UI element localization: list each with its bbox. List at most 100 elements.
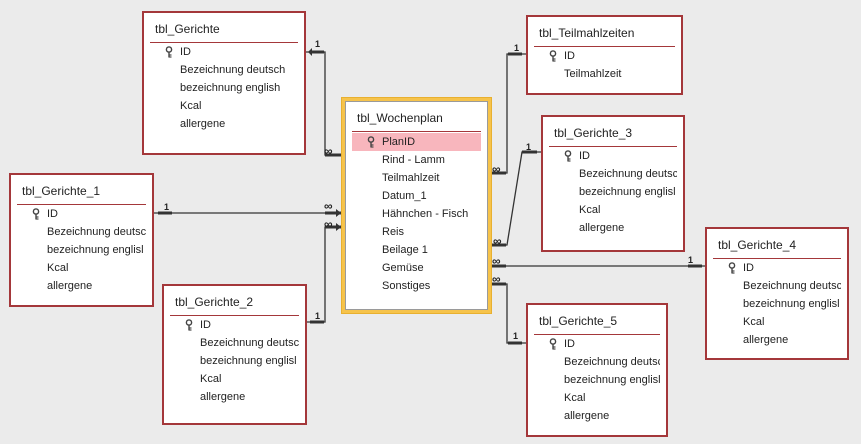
table-title[interactable]: tbl_Gerichte_2 (175, 295, 254, 309)
field-id[interactable]: ID (534, 47, 675, 65)
field-kcal[interactable]: Kcal (150, 97, 298, 115)
one-marker: 1 (164, 202, 170, 212)
field-name: ID (579, 150, 590, 162)
field-allergene[interactable]: allergene (17, 277, 146, 295)
title-divider (549, 146, 677, 147)
table-title[interactable]: tbl_Gerichte_1 (22, 184, 101, 198)
field-bezeichnung-englisl[interactable]: bezeichnung englisl (549, 183, 677, 201)
field-bezeichnung-deutsc[interactable]: Bezeichnung deutsc (534, 353, 660, 371)
field-reis[interactable]: Reis (352, 223, 481, 241)
field-h-hnchen-fisch[interactable]: Hähnchen - Fisch (352, 205, 481, 223)
field-sonstiges[interactable]: Sonstiges (352, 277, 481, 295)
field-name: Teilmahlzeit (382, 172, 440, 184)
field-name: Bezeichnung deutsc (743, 280, 841, 292)
field-planid[interactable]: PlanID (352, 133, 481, 151)
field-id[interactable]: ID (549, 147, 677, 165)
field-bezeichnung-deutsc[interactable]: Bezeichnung deutsc (549, 165, 677, 183)
relation-line-gerichte-5 (490, 283, 526, 344)
title-divider (534, 46, 675, 47)
field-id[interactable]: ID (713, 259, 841, 277)
primary-key-icon (164, 46, 174, 58)
field-name: Bezeichnung deutsc (564, 356, 660, 368)
field-beilage-1[interactable]: Beilage 1 (352, 241, 481, 259)
field-teilmahlzeit[interactable]: Teilmahlzeit (352, 169, 481, 187)
field-bezeichnung-english[interactable]: bezeichnung english (150, 79, 298, 97)
table-title[interactable]: tbl_Gerichte_4 (718, 238, 797, 252)
field-teilmahlzeit[interactable]: Teilmahlzeit (534, 65, 675, 83)
field-allergene[interactable]: allergene (713, 331, 841, 349)
field-id[interactable]: ID (150, 43, 298, 61)
table-title[interactable]: tbl_Gerichte_5 (539, 314, 618, 328)
field-name: Bezeichnung deutsch (180, 64, 286, 76)
relation-line-teilmahlzeiten (490, 53, 526, 174)
field-name: Kcal (47, 262, 69, 274)
table-title[interactable]: tbl_Teilmahlzeiten (539, 26, 635, 40)
field-kcal[interactable]: Kcal (170, 370, 299, 388)
field-name: Reis (382, 226, 405, 238)
field-kcal[interactable]: Kcal (17, 259, 146, 277)
many-marker: ∞ (492, 162, 501, 176)
field-rind-lamm[interactable]: Rind - Lamm (352, 151, 481, 169)
field-id[interactable]: ID (534, 335, 660, 353)
primary-key-icon (548, 338, 558, 350)
relation-line-gerichte (306, 51, 342, 156)
field-name: Beilage 1 (382, 244, 428, 256)
field-name: ID (180, 46, 191, 58)
title-divider (534, 334, 660, 335)
field-bezeichnung-englisl[interactable]: bezeichnung englisl (170, 352, 299, 370)
field-allergene[interactable]: allergene (534, 407, 660, 425)
field-allergene[interactable]: allergene (150, 115, 298, 133)
field-id[interactable]: ID (17, 205, 146, 223)
primary-key-icon (548, 50, 558, 62)
many-marker: ∞ (492, 254, 501, 268)
table-title[interactable]: tbl_Wochenplan (357, 111, 443, 125)
field-kcal[interactable]: Kcal (713, 313, 841, 331)
many-marker: ∞ (324, 217, 333, 231)
one-marker: 1 (514, 43, 520, 53)
field-list: ID Teilmahlzeit (534, 47, 675, 83)
field-allergene[interactable]: allergene (170, 388, 299, 406)
table-title[interactable]: tbl_Gerichte_3 (554, 126, 633, 140)
field-name: bezeichnung englisl (564, 374, 660, 386)
field-kcal[interactable]: Kcal (534, 389, 660, 407)
title-divider (170, 315, 299, 316)
primary-key-icon (563, 150, 573, 162)
field-bezeichnung-englisl[interactable]: bezeichnung englisl (713, 295, 841, 313)
field-name: bezeichnung english (180, 82, 281, 94)
table-title[interactable]: tbl_Gerichte (155, 22, 220, 36)
field-datum-1[interactable]: Datum_1 (352, 187, 481, 205)
relation-line-gerichte-2 (307, 226, 342, 323)
field-kcal[interactable]: Kcal (549, 201, 677, 219)
field-allergene[interactable]: allergene (549, 219, 677, 237)
field-bezeichnung-deutsch[interactable]: Bezeichnung deutsch (150, 61, 298, 79)
field-bezeichnung-englisl[interactable]: bezeichnung englisl (17, 241, 146, 259)
field-name: Bezeichnung deutsc (47, 226, 146, 238)
field-bezeichnung-deutsc[interactable]: Bezeichnung deutsc (170, 334, 299, 352)
field-gem-se[interactable]: Gemüse (352, 259, 481, 277)
field-name: ID (564, 338, 575, 350)
field-name: ID (200, 319, 211, 331)
title-divider (713, 258, 841, 259)
field-bezeichnung-englisl[interactable]: bezeichnung englisl (534, 371, 660, 389)
field-name: Teilmahlzeit (564, 68, 622, 80)
field-bezeichnung-deutsc[interactable]: Bezeichnung deutsc (17, 223, 146, 241)
field-bezeichnung-deutsc[interactable]: Bezeichnung deutsc (713, 277, 841, 295)
field-id[interactable]: ID (170, 316, 299, 334)
primary-key-icon (31, 208, 41, 220)
field-name: bezeichnung englisl (579, 186, 676, 198)
